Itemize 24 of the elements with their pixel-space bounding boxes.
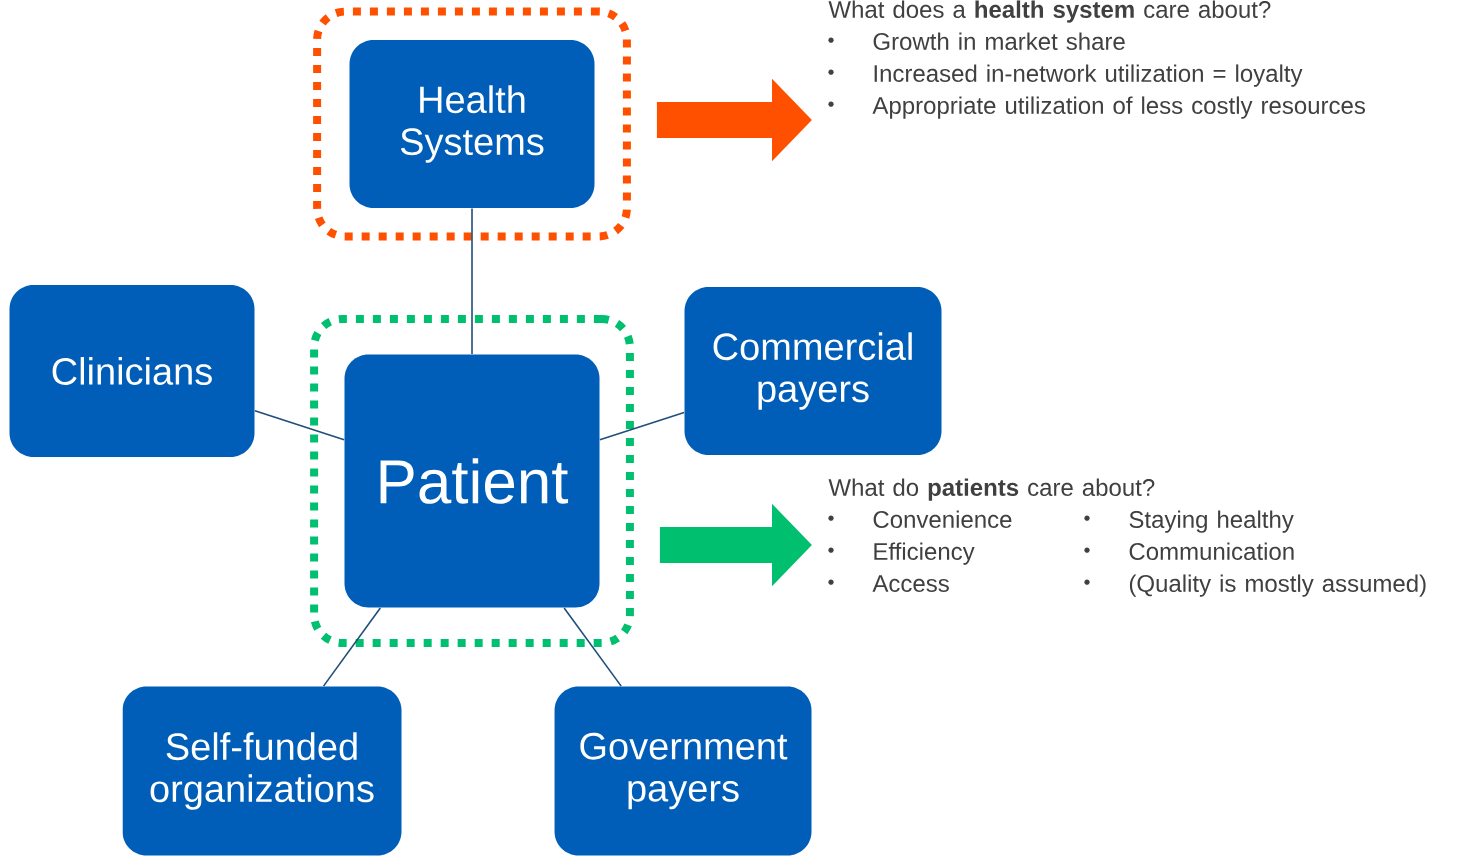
list-item: Increased in-network utilization = loyalty [874,64,1303,87]
list-item: Communication [1129,542,1294,560]
dotted-frame [310,315,634,647]
list-item: (Quality is mostly assumed) [1129,574,1426,597]
list-item: Access [872,575,949,592]
heading: What do patients care about? [828,478,1155,501]
connector-line [322,607,382,687]
list-item: Appropriate utilization of less costly resources [872,96,1365,119]
list-item: Efficiency [874,542,975,565]
connector-line [563,607,622,687]
rounded-box: Health Systems [349,40,595,208]
rounded-box: Patient [344,354,600,608]
list-item: Staying healthy [1129,510,1294,533]
heading: What does a health system care about? [828,0,1271,23]
list-item: Convenience [873,510,1012,528]
connector-line [599,411,685,441]
connector-line [254,409,345,441]
rounded-box: Government payers [554,686,812,856]
dotted-frame [313,7,631,241]
connector-line [471,207,473,355]
list-item: Growth in market share [873,32,1125,50]
rounded-box: Clinicians [9,285,255,457]
rounded-box: Commercial payers [684,287,942,455]
rounded-box: Self-funded organizations [122,686,402,856]
